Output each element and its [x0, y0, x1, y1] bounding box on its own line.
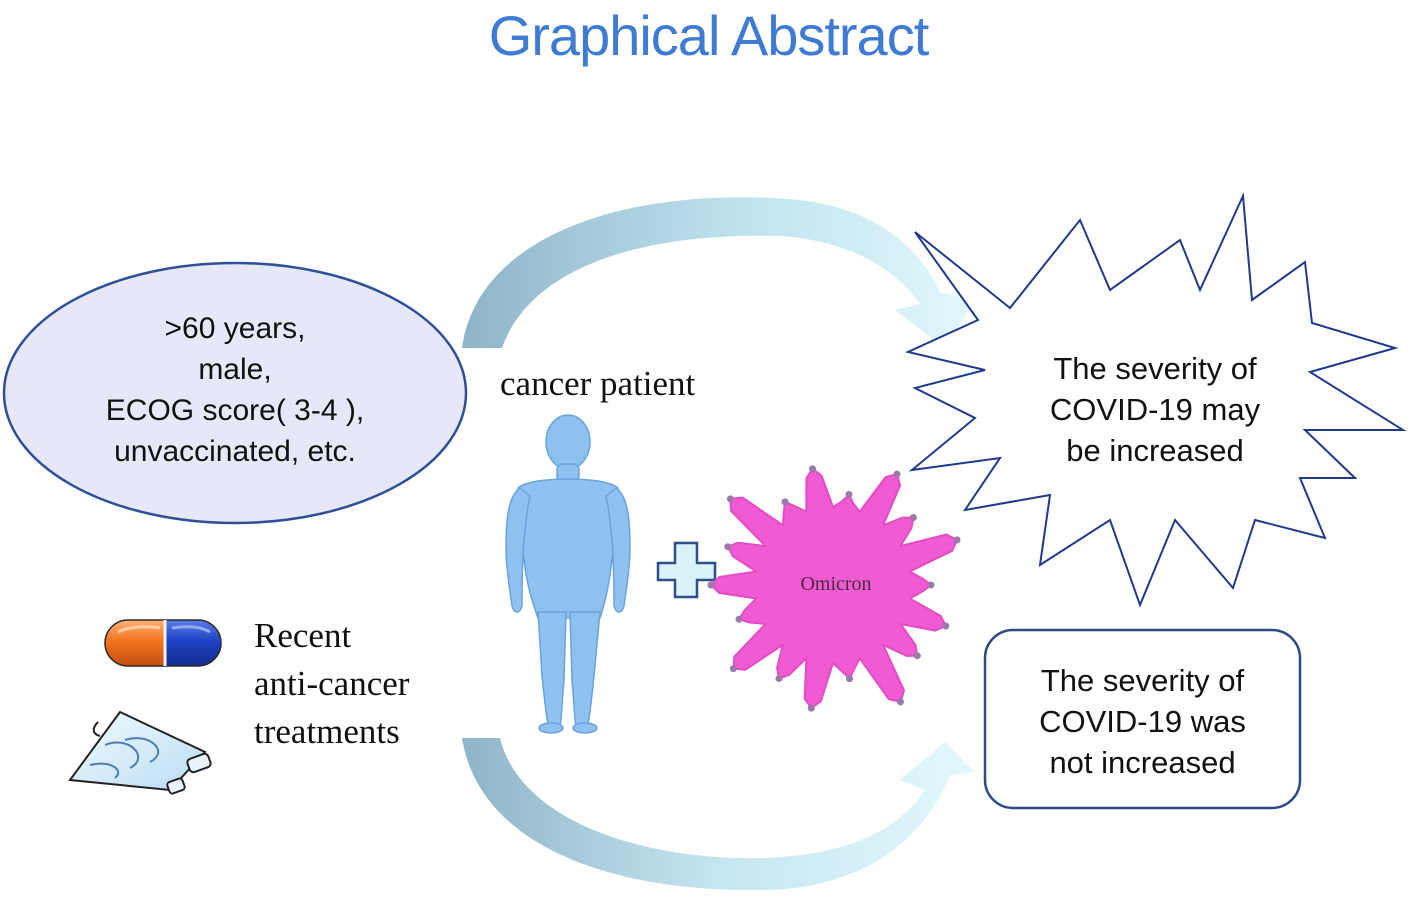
outcome-increased-line: be increased — [1066, 433, 1244, 468]
virus-spike-tip — [846, 675, 853, 683]
outcome-increased-line: COVID-19 may — [1049, 392, 1261, 427]
capsule-icon — [104, 619, 222, 667]
outcome-not-increased-line: COVID-19 was — [1039, 704, 1246, 739]
burst-star-icon — [904, 192, 1407, 608]
virus-spike-tip — [927, 581, 935, 589]
risk-factor-line: unvaccinated, etc. — [114, 435, 356, 468]
virus-spike-tip — [807, 704, 815, 712]
outcome-increased-line: The severity of — [1053, 351, 1257, 386]
iv-bag-icon — [68, 710, 212, 795]
outcome-not-increased-line: not increased — [1049, 745, 1236, 780]
virus-spike-tip — [735, 615, 743, 623]
page-title: Graphical Abstract — [488, 4, 930, 67]
virus-spike-tip — [909, 514, 917, 521]
outcome-not-increased-line: The severity of — [1040, 663, 1245, 698]
treatments-line: Recent — [254, 616, 352, 655]
plus-icon — [656, 541, 717, 599]
virus-spike-tip — [707, 581, 715, 589]
patient-label: cancer patient — [500, 364, 696, 403]
virus-spike-tip — [942, 622, 950, 630]
virus-spike-tip — [724, 543, 732, 551]
treatments-line: treatments — [254, 712, 400, 751]
outcome-increased-text: The severity of COVID-19 may be increase… — [1010, 348, 1300, 471]
outcome-not-increased-text: The severity of COVID-19 was not increas… — [985, 660, 1300, 783]
human-body-icon — [505, 414, 631, 734]
virus-body — [710, 467, 958, 710]
treatments-line: anti-cancer — [254, 664, 410, 703]
virus-icon — [707, 465, 961, 712]
risk-factors-ellipse — [2, 261, 468, 525]
virus-spike-tip — [893, 470, 901, 478]
virus-spike-tip — [775, 675, 783, 682]
outcome-box — [983, 628, 1302, 810]
risk-factors-text: >60 years, male, ECOG score( 3-4 ), unva… — [40, 308, 430, 472]
virus-spike-tip — [809, 465, 816, 473]
treatments-label: Recent anti-cancer treatments — [254, 612, 409, 756]
risk-factor-line: >60 years, — [164, 312, 306, 345]
virus-spike-tip — [953, 536, 961, 544]
virus-spike-tip — [913, 652, 921, 660]
risk-factor-line: ECOG score( 3-4 ), — [105, 394, 365, 427]
risk-factor-line: male, — [198, 353, 272, 386]
arrow-top-icon — [462, 197, 975, 348]
virus-spike-tip — [897, 698, 904, 706]
virus-label: Omicron — [800, 573, 872, 595]
virus-spike-tip — [845, 490, 853, 498]
virus-spike-tip — [781, 498, 789, 506]
arrow-bottom-icon — [462, 738, 975, 891]
virus-spike-tip — [729, 665, 737, 673]
virus-spike-tip — [726, 495, 734, 503]
